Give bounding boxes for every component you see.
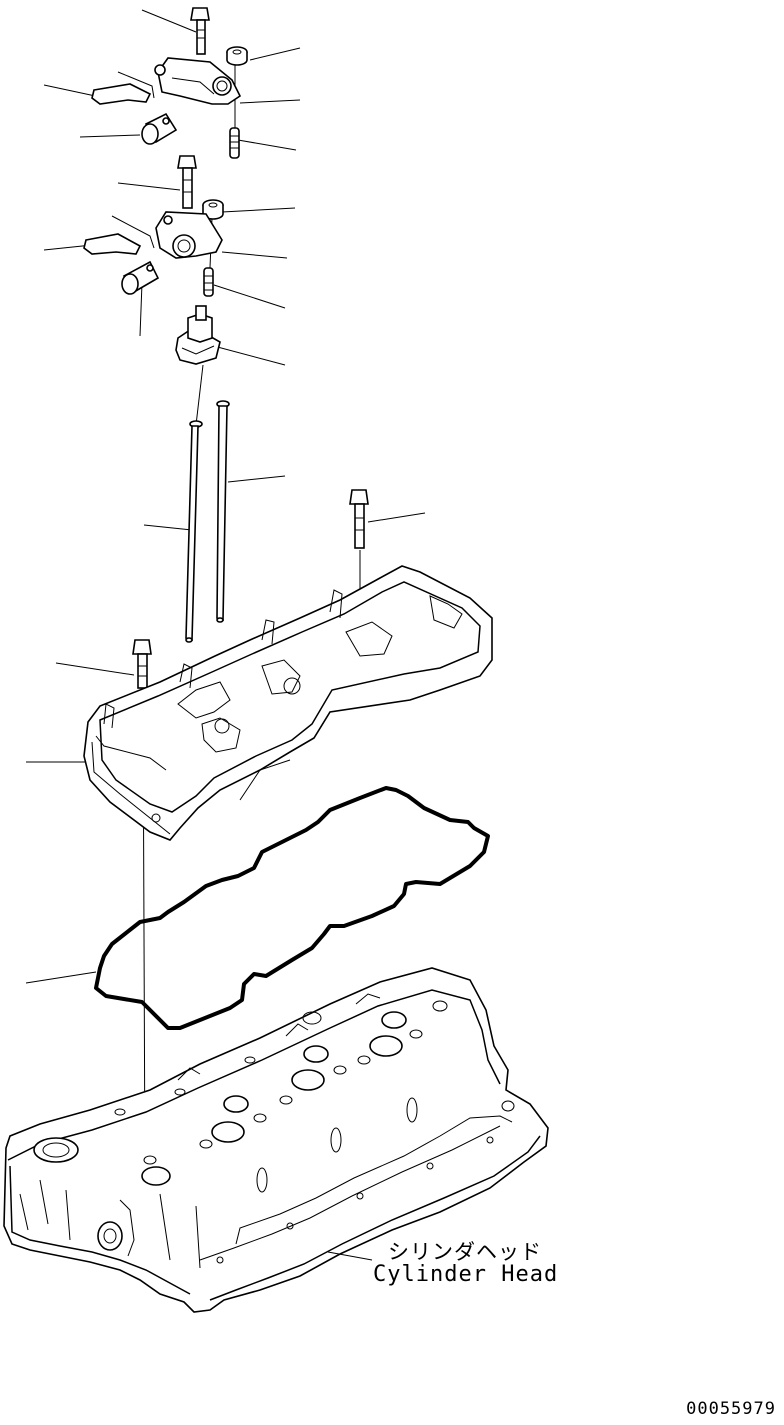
leader-line-15 [143, 524, 193, 531]
leader-line-5 [79, 134, 141, 138]
leader-line-4 [239, 99, 301, 104]
upper-adjust-screw [229, 127, 240, 159]
upper-rocker-nut [226, 46, 248, 66]
push-rods [185, 400, 230, 643]
upper-rocker-shaft [141, 112, 178, 145]
push-rod-left [185, 420, 203, 643]
cylinder-head-label-line [327, 1251, 373, 1261]
upper-rocker-assembly [91, 7, 248, 159]
valve-crosshead [175, 305, 221, 365]
lower-rocker-assembly [83, 155, 224, 297]
leader-line-7 [117, 182, 181, 191]
leader-line-2 [249, 47, 301, 61]
cover-bolt-right [349, 489, 369, 549]
lower-rocker-shaft [121, 260, 160, 295]
leader-line-12 [213, 284, 286, 309]
leader-line-10 [221, 251, 288, 259]
leader-line-19 [25, 971, 97, 984]
leader-line-8 [221, 207, 296, 213]
centerline-crosshead [195, 364, 204, 426]
lower-adjust-screw [203, 267, 214, 297]
upper-rocker-lever [154, 57, 242, 105]
cover-bolt-left [132, 639, 152, 689]
lower-rocker-bracket [83, 215, 155, 255]
leader-line-14 [227, 475, 286, 483]
leader-line-16 [367, 512, 426, 523]
cylinder-head [3, 967, 549, 1313]
upper-rocker-bracket [91, 71, 155, 105]
leader-line-6 [237, 139, 297, 151]
cylinder-head-label-en: Cylinder Head [373, 1262, 559, 1287]
push-rod-right [216, 400, 230, 623]
upper-rocker-bolt [190, 7, 210, 55]
cylinder-head-label-jp: シリンダヘッド [388, 1240, 542, 1264]
rocker-housing [83, 565, 493, 841]
drawing-number: 00055979 [686, 1399, 776, 1419]
lower-rocker-bolt [177, 155, 197, 209]
leader-line-1 [141, 9, 197, 33]
leader-line-11 [139, 282, 143, 337]
leader-line-17 [55, 662, 135, 676]
leader-line-3 [43, 84, 101, 98]
lower-rocker-nut [202, 199, 224, 220]
lower-rocker-lever [155, 211, 223, 259]
leader-lines [25, 9, 426, 984]
rocker-housing-gasket [94, 786, 490, 1030]
leader-line-13 [209, 344, 286, 366]
